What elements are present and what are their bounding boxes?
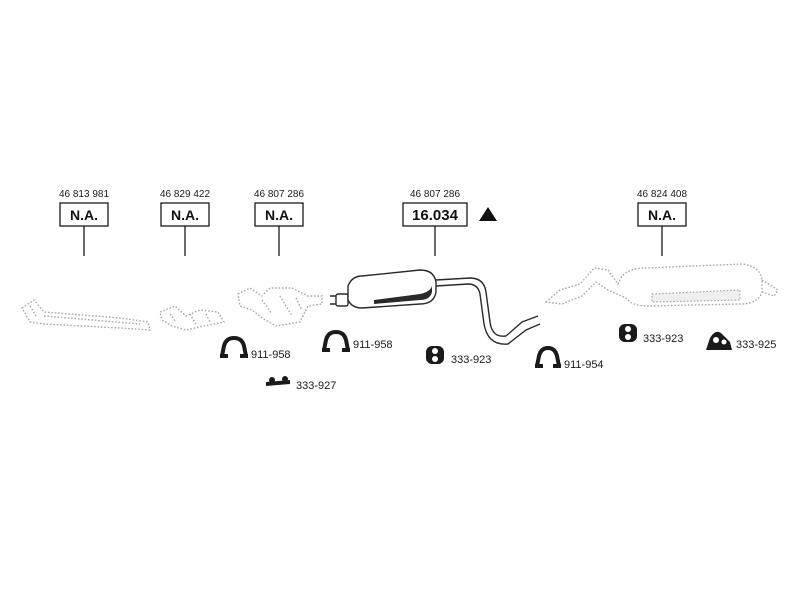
part-item-5[interactable]: 911-954 [535,345,604,371]
part-number: 333-927 [296,380,336,392]
catalytic-converter-drawing [237,287,323,327]
rubber-mount-icon [619,324,637,342]
flex-pipe-drawing [159,305,226,331]
part-code: N.A. [265,207,293,223]
oem-number: 46 824 408 [637,189,687,200]
oem-number: 46 807 286 [254,189,304,200]
part-code: N.A. [171,207,199,223]
part-item-4[interactable]: 333-923 [426,346,491,366]
part-number: 911-958 [251,349,291,361]
rubber-hanger-icon [706,331,732,350]
part-item-3[interactable]: 911-958 [322,329,393,352]
part-code: N.A. [70,207,98,223]
bracket-icon [266,376,290,386]
pipe-clamp-icon [535,345,561,368]
front-pipe-drawing [21,299,151,331]
part-number: 911-958 [353,339,393,351]
part-number: 333-923 [643,333,683,345]
oem-number: 46 829 422 [160,189,210,200]
assembly-callout-1[interactable]: 46 813 981 N.A. [59,189,109,256]
rubber-mount-icon [426,346,444,364]
part-number: 911-954 [564,359,604,371]
assembly-callout-4[interactable]: 46 807 286 16.034 [402,189,497,256]
oem-number: 46 807 286 [410,189,460,200]
assembly-callout-3[interactable]: 46 807 286 N.A. [254,189,304,256]
oem-number: 46 813 981 [59,189,109,200]
pipe-clamp-icon [322,329,350,352]
part-item-7[interactable]: 333-925 [706,331,776,351]
part-code: 16.034 [412,207,459,224]
rear-silencer-drawing [544,263,779,307]
assembly-callout-5[interactable]: 46 824 408 N.A. [637,189,687,256]
part-item-6[interactable]: 333-923 [619,324,683,345]
triangle-marker-icon [479,207,497,221]
part-item-1[interactable]: 911-958 [220,335,291,361]
part-code: N.A. [648,207,676,223]
assembly-callout-2[interactable]: 46 829 422 N.A. [160,189,210,256]
part-number: 333-923 [451,354,491,366]
part-number: 333-925 [736,339,776,351]
middle-silencer-drawing[interactable] [330,269,541,345]
part-item-2[interactable]: 333-927 [266,376,336,392]
pipe-clamp-icon [220,335,248,358]
